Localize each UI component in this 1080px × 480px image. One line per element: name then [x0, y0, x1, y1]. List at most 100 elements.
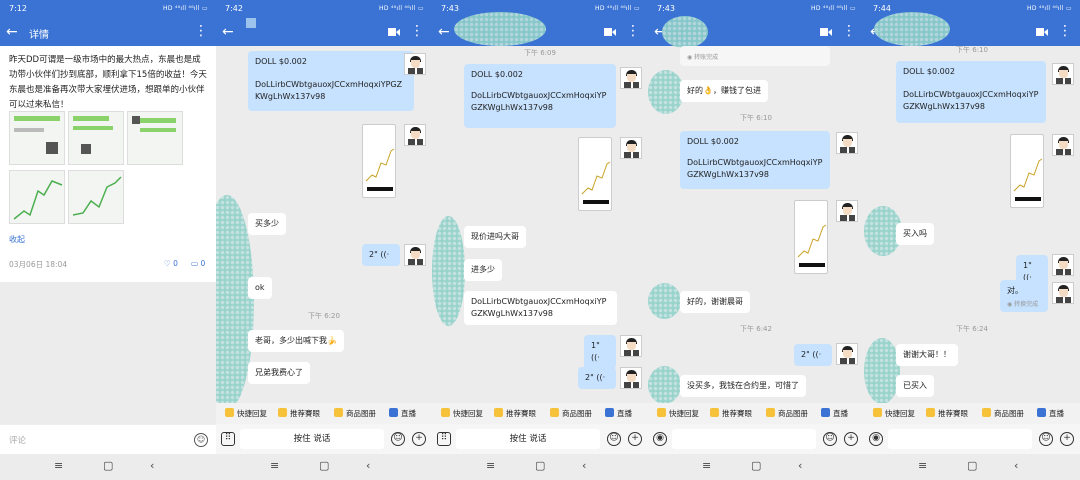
message-input[interactable] — [888, 429, 1032, 449]
chat-bubble-received[interactable]: 兄弟我费心了 — [248, 362, 310, 384]
voice-message[interactable]: 2" ((· — [362, 244, 400, 266]
home-icon[interactable]: ▢ — [103, 459, 114, 472]
more-icon[interactable]: ⋮ — [842, 23, 856, 39]
back-arrow-icon[interactable]: ← — [6, 24, 18, 40]
my-avatar[interactable] — [836, 132, 858, 154]
quick-reply-button[interactable]: 快捷回复 — [873, 408, 915, 419]
chat-bubble-received[interactable]: 已买入 — [896, 375, 934, 397]
quick-reply-button[interactable]: 快捷回复 — [441, 408, 483, 419]
emoji-icon[interactable]: ☺ — [1039, 432, 1053, 446]
my-avatar[interactable] — [620, 67, 642, 89]
voice-input-icon[interactable]: ◉ — [869, 432, 883, 446]
recommend-button[interactable]: 推荐賽眼 — [710, 408, 752, 419]
video-call-icon[interactable] — [604, 27, 616, 37]
voice-message[interactable]: 2" ((· — [578, 367, 616, 389]
my-avatar[interactable] — [620, 367, 642, 389]
like-button[interactable]: ♡ 0 — [164, 259, 178, 268]
keyboard-icon[interactable]: ⠿ — [221, 432, 235, 446]
voice-message[interactable]: 1" ((· — [584, 335, 616, 369]
live-button[interactable]: 直播 — [389, 408, 416, 419]
back-arrow-icon[interactable]: ← — [654, 24, 666, 40]
message-input[interactable] — [672, 429, 816, 449]
quick-reply-button[interactable]: 快捷回复 — [657, 408, 699, 419]
video-call-icon[interactable] — [388, 27, 400, 37]
post-image[interactable] — [68, 170, 124, 224]
emoji-icon[interactable]: ☺ — [823, 432, 837, 446]
menu-icon[interactable]: ≡ — [918, 459, 928, 472]
my-avatar[interactable] — [404, 124, 426, 146]
keyboard-icon[interactable]: ⠿ — [437, 432, 451, 446]
menu-icon[interactable]: ≡ — [702, 459, 712, 472]
home-icon[interactable]: ▢ — [535, 459, 546, 472]
comment-button[interactable]: ▭ 0 — [191, 259, 206, 268]
my-avatar[interactable] — [404, 53, 426, 75]
chat-bubble-received[interactable]: 现价进吗大哥 — [464, 226, 526, 248]
chat-bubble-received[interactable]: ok — [248, 277, 272, 299]
recommend-button[interactable]: 推荐賽眼 — [926, 408, 968, 419]
chat-bubble-received[interactable]: 好的，谢谢晨哥 — [680, 291, 750, 313]
back-arrow-icon[interactable]: ← — [222, 24, 234, 40]
my-avatar[interactable] — [1052, 63, 1074, 85]
chat-bubble-received[interactable]: 进多少 — [464, 259, 502, 281]
live-button[interactable]: 直播 — [1037, 408, 1064, 419]
emoji-icon[interactable]: ☺ — [607, 432, 621, 446]
chat-bubble-received[interactable]: 好的👌，赚钱了包进 — [680, 80, 768, 102]
chart-screenshot[interactable] — [1010, 134, 1044, 208]
emoji-icon[interactable]: ☺ — [391, 432, 405, 446]
product-catalog-button[interactable]: 商品图册 — [550, 408, 592, 419]
more-icon[interactable]: ⋮ — [410, 23, 424, 39]
my-avatar[interactable] — [620, 137, 642, 159]
voice-input-icon[interactable]: ◉ — [653, 432, 667, 446]
chat-bubble-sent[interactable]: 对。◉ 转换完成 — [1000, 280, 1048, 312]
quick-reply-button[interactable]: 快捷回复 — [225, 408, 267, 419]
product-catalog-button[interactable]: 商品图册 — [766, 408, 808, 419]
chat-bubble-received[interactable]: 老哥，多少出喊下我🍌 — [248, 330, 344, 352]
back-nav-icon[interactable]: ‹ — [1014, 459, 1019, 472]
my-avatar[interactable] — [836, 343, 858, 365]
home-icon[interactable]: ▢ — [319, 459, 330, 472]
more-icon[interactable]: ⋮ — [194, 23, 208, 39]
add-icon[interactable]: + — [844, 432, 858, 446]
chat-bubble-received[interactable]: 没买多，我钱在合约里，可惜了 — [680, 375, 806, 397]
post-image[interactable] — [9, 170, 65, 224]
my-avatar[interactable] — [836, 200, 858, 222]
back-nav-icon[interactable]: ‹ — [582, 459, 587, 472]
my-avatar[interactable] — [1052, 134, 1074, 156]
voice-message[interactable]: 2" ((· — [794, 344, 832, 366]
product-catalog-button[interactable]: 商品图册 — [982, 408, 1024, 419]
chat-bubble-received[interactable]: 买多少 — [248, 213, 286, 235]
hold-to-talk-button[interactable]: 按住 说话 — [240, 429, 384, 449]
back-arrow-icon[interactable]: ← — [438, 24, 450, 40]
chart-screenshot[interactable] — [794, 200, 828, 274]
menu-icon[interactable]: ≡ — [270, 459, 280, 472]
post-image[interactable] — [68, 111, 124, 165]
chat-bubble-received[interactable]: DoLLirbCWbtgauoxJCCxmHoqxiYPGZKWgLhWx137… — [464, 291, 617, 325]
chart-screenshot[interactable] — [578, 137, 612, 211]
comment-input[interactable]: 评论 — [9, 436, 27, 446]
more-icon[interactable]: ⋮ — [626, 23, 640, 39]
emoji-icon[interactable]: ☺ — [194, 433, 208, 447]
chat-bubble-received[interactable]: 买入吗 — [896, 223, 934, 245]
collapse-link[interactable]: 收起 — [9, 235, 25, 244]
video-call-icon[interactable] — [820, 27, 832, 37]
add-icon[interactable]: + — [628, 432, 642, 446]
chart-screenshot[interactable] — [362, 124, 396, 198]
menu-icon[interactable]: ≡ — [54, 459, 64, 472]
more-icon[interactable]: ⋮ — [1058, 23, 1072, 39]
back-nav-icon[interactable]: ‹ — [150, 459, 155, 472]
add-icon[interactable]: + — [412, 432, 426, 446]
chat-bubble-received[interactable]: 谢谢大哥！！ — [896, 344, 958, 366]
live-button[interactable]: 直播 — [605, 408, 632, 419]
post-image[interactable] — [127, 111, 183, 165]
chat-bubble-received[interactable]: ◉ 转账完成 — [680, 46, 830, 66]
back-nav-icon[interactable]: ‹ — [798, 459, 803, 472]
live-button[interactable]: 直播 — [821, 408, 848, 419]
recommend-button[interactable]: 推荐賽眼 — [278, 408, 320, 419]
my-avatar[interactable] — [1052, 282, 1074, 304]
menu-icon[interactable]: ≡ — [486, 459, 496, 472]
home-icon[interactable]: ▢ — [967, 459, 978, 472]
